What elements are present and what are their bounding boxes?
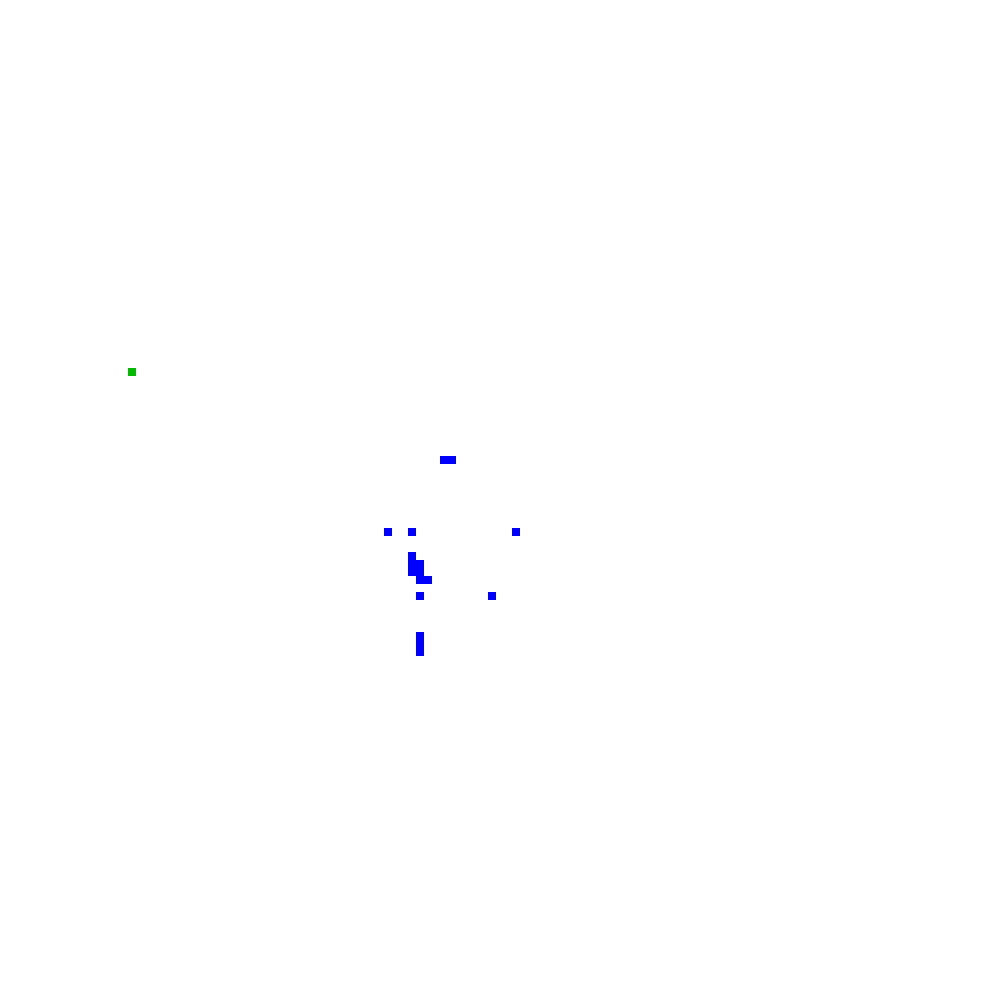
blue-cell — [416, 648, 424, 656]
blue-cell — [424, 576, 432, 584]
blue-cell — [408, 568, 416, 576]
blue-cell — [416, 632, 424, 640]
blue-cell — [416, 640, 424, 648]
blue-cell — [408, 552, 416, 560]
green-cell — [128, 368, 136, 376]
blue-cell — [416, 576, 424, 584]
blue-cell — [416, 560, 424, 568]
blue-cell — [384, 528, 392, 536]
blue-cell — [408, 528, 416, 536]
blue-cell — [416, 568, 424, 576]
blue-cell — [488, 592, 496, 600]
blue-cell — [416, 592, 424, 600]
blue-cell — [512, 528, 520, 536]
blue-cell — [408, 560, 416, 568]
blue-cell — [440, 456, 448, 464]
blue-cell — [448, 456, 456, 464]
